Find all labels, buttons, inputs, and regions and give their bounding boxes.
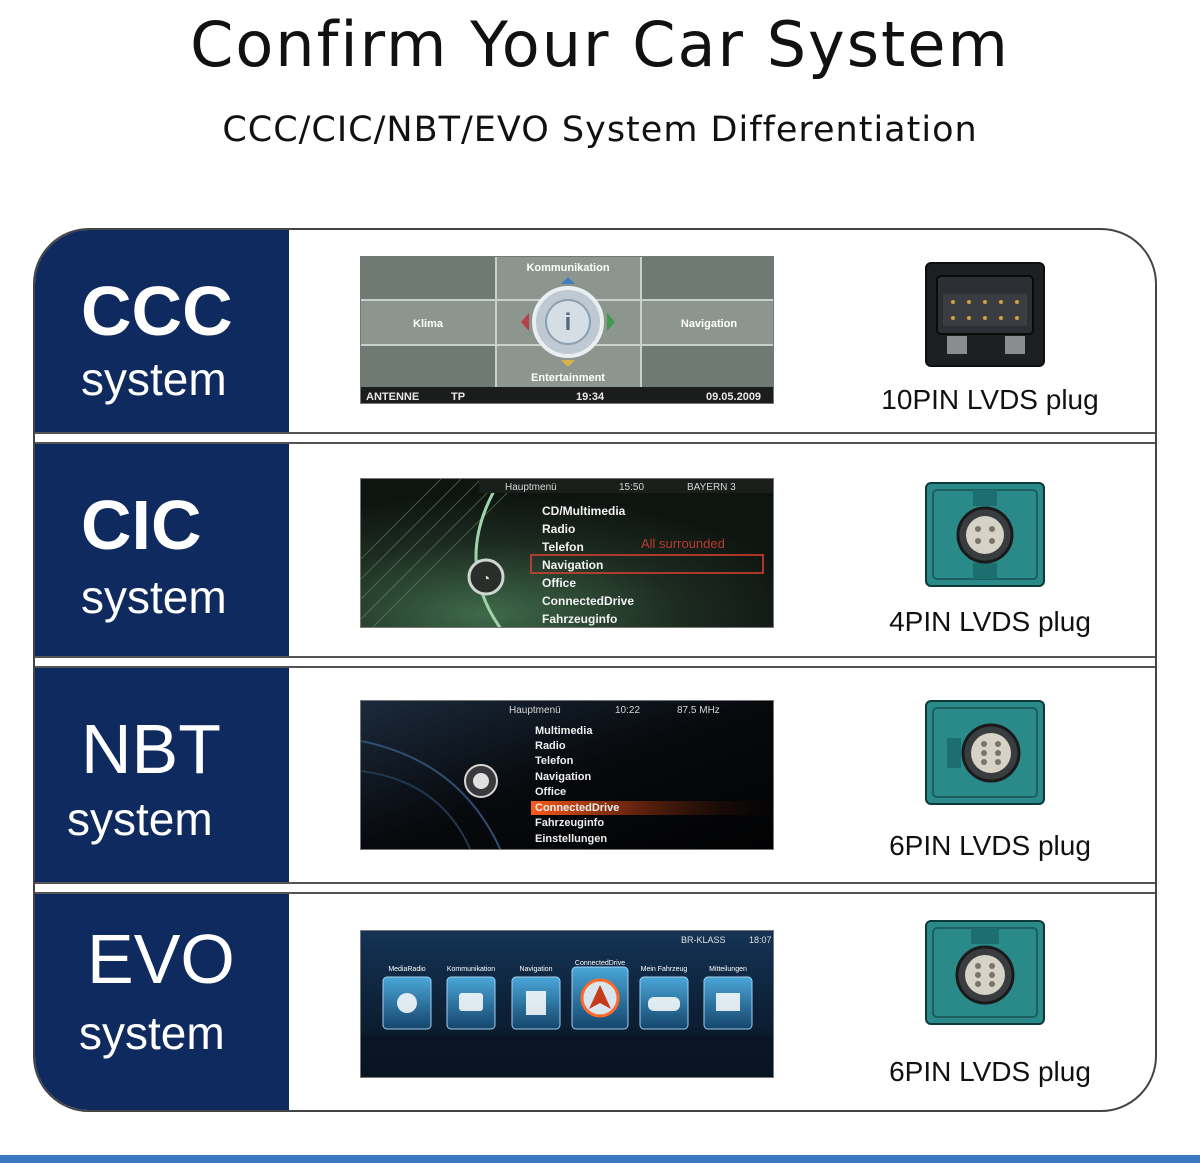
nbt-time: 10:22 (615, 705, 640, 716)
cic-menu-item: Radio (542, 522, 575, 536)
cic-station: BAYERN 3 (687, 482, 736, 493)
nbt-menu-item: Einstellungen (535, 833, 607, 845)
nbt-freq: 87.5 MHz (677, 705, 720, 716)
evo-tile-label: Mein Fahrzeug (641, 966, 688, 973)
ccc-status-time: 19:34 (576, 391, 605, 403)
cic-header: Hauptmenü (505, 482, 557, 493)
nbt-screen-image: Hauptmenü 10:22 87.5 MHz Multimedia Radi… (360, 700, 774, 850)
cic-menu-item: Office (542, 576, 576, 590)
ccc-status-date: 09.05.2009 (706, 391, 761, 403)
row-nbt: NBT system (35, 668, 1155, 882)
evo-tile-label: MediaRadio (388, 966, 425, 973)
system-name: CIC (81, 486, 202, 564)
ccc-screen-image: i Kommunikation Klima Navigation Enterta… (360, 256, 774, 404)
evo-status: BR-KLASS (681, 935, 726, 945)
cic-screen-image: ◔ Hauptmenü 15:50 BAYERN 3 All surrounde… (360, 478, 774, 628)
system-label-evo: EVO system (35, 894, 289, 1110)
nbt-menu-item: Multimedia (535, 725, 593, 737)
ccc-status-tp: TP (451, 391, 465, 403)
nbt-menu-item: Radio (535, 740, 566, 752)
row-divider (35, 882, 1155, 894)
cic-note: All surrounded (641, 536, 725, 551)
row-cic: CIC system ◔ (35, 444, 1155, 656)
cic-menu-item: Telefon (542, 540, 584, 554)
plug-label: 6PIN LVDS plug (889, 830, 1091, 861)
evo-time: 18:07 (749, 935, 772, 945)
svg-text:i: i (565, 309, 572, 336)
row-ccc: CCC system i Kommunikation (35, 230, 1155, 432)
system-word: system (81, 571, 227, 623)
row-divider (35, 432, 1155, 444)
evo-tile-label: Navigation (519, 966, 552, 973)
ccc-menu-top: Kommunikation (526, 262, 609, 274)
row-evo: EVO system BR-KLASS 18:07 (35, 894, 1155, 1110)
page-subtitle: CCC/CIC/NBT/EVO System Differentiation (222, 110, 978, 150)
cic-menu-item: Fahrzeuginfo (542, 612, 617, 626)
ccc-menu-bottom: Entertainment (531, 372, 605, 384)
ccc-status-left: ANTENNE (366, 391, 419, 403)
ccc-menu-left: Klima (413, 318, 444, 330)
10pin-plug-image (925, 262, 1045, 367)
evo-tile-label: Kommunikation (447, 966, 495, 973)
6pin-plug-image (925, 920, 1045, 1025)
plug-label: 4PIN LVDS plug (889, 606, 1091, 637)
6pin-plug-image (925, 700, 1045, 805)
plug-label: 6PIN LVDS plug (889, 1056, 1091, 1087)
plug-label: 10PIN LVDS plug (881, 384, 1099, 415)
evo-tile-label: ConnectedDrive (575, 960, 625, 967)
system-word: system (79, 1007, 225, 1059)
evo-screen-image: BR-KLASS 18:07 MediaRadio Kommunikation … (360, 930, 774, 1078)
cic-menu-item: Navigation (542, 558, 603, 572)
evo-tile-label: Mitteilungen (709, 966, 747, 973)
system-word: system (81, 353, 227, 405)
comparison-panel: CCC system i Kommunikation (33, 228, 1157, 1112)
svg-text:◔: ◔ (482, 570, 490, 586)
nbt-menu-item: Fahrzeuginfo (535, 817, 604, 829)
system-label-cic: CIC system (35, 444, 289, 656)
4pin-plug-image (925, 482, 1045, 587)
nbt-menu-item: Navigation (535, 771, 592, 783)
nbt-menu-item: Office (535, 786, 566, 798)
nbt-menu-item: ConnectedDrive (535, 802, 619, 814)
nbt-menu-item: Telefon (535, 755, 574, 767)
system-label-nbt: NBT system (35, 668, 289, 882)
ccc-menu-right: Navigation (681, 318, 738, 330)
nbt-header: Hauptmenü (509, 705, 561, 716)
system-word: system (67, 793, 213, 845)
system-name: NBT (81, 710, 221, 788)
row-divider (35, 656, 1155, 668)
system-label-ccc: CCC system (35, 230, 289, 432)
cic-menu-item: CD/Multimedia (542, 504, 626, 518)
cic-time: 15:50 (619, 482, 644, 493)
system-name: EVO (87, 920, 235, 998)
page-title: Confirm Your Car System (190, 8, 1010, 81)
cic-menu-item: ConnectedDrive (542, 594, 634, 608)
bottom-accent-bar (0, 1155, 1200, 1163)
system-name: CCC (81, 272, 233, 350)
